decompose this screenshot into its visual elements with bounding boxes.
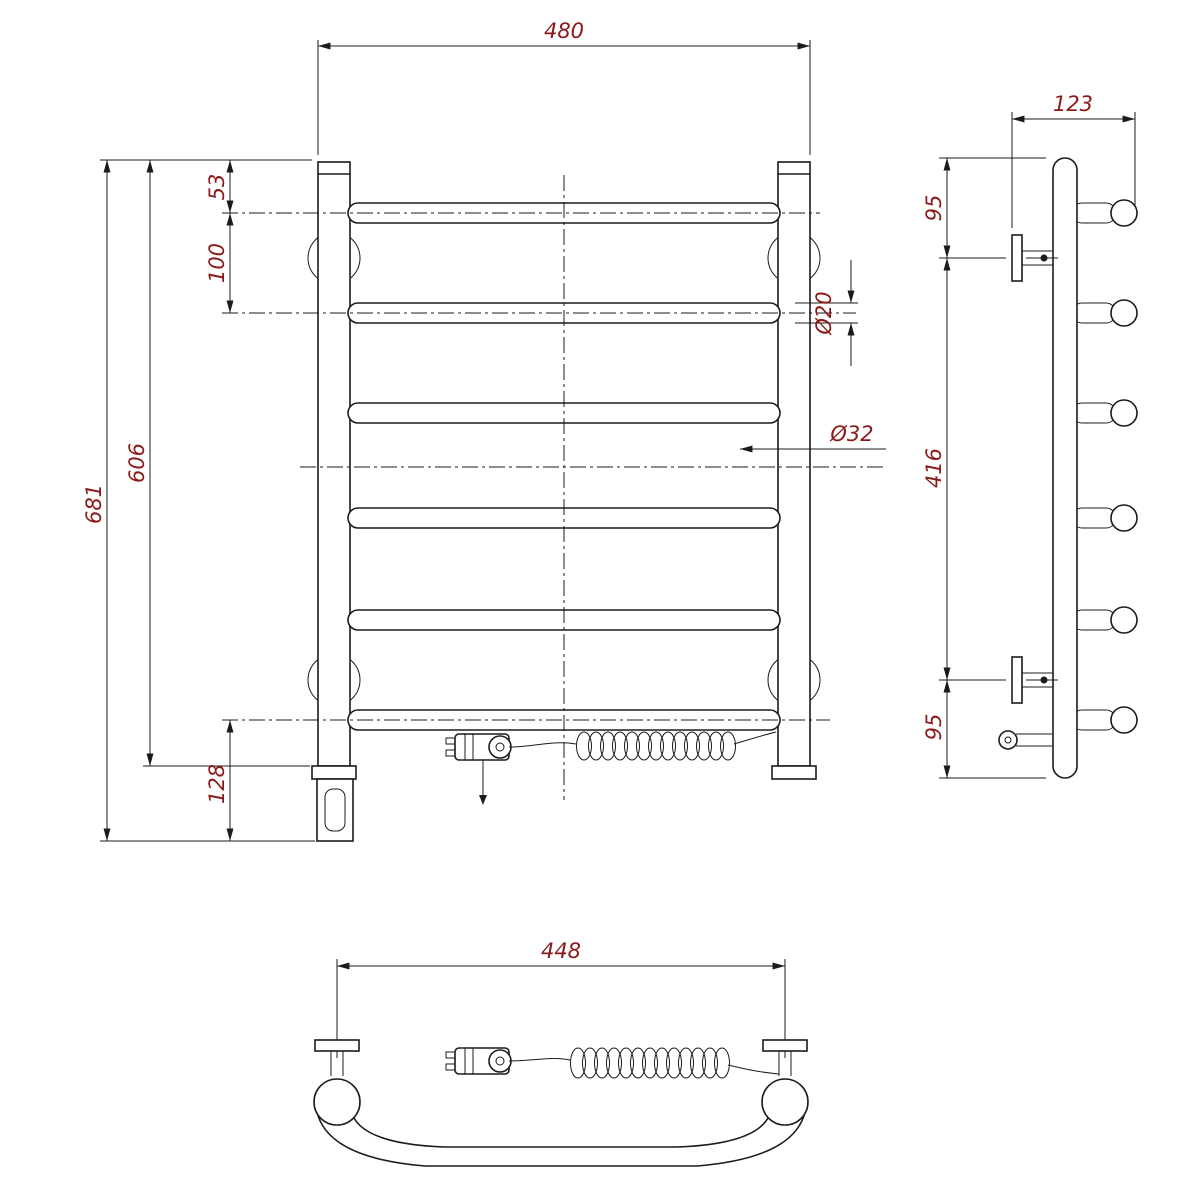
control-box bbox=[316, 778, 354, 842]
cord-tail bbox=[727, 1064, 780, 1075]
dim-label-bottom-span: 448 bbox=[541, 939, 581, 963]
dim-front-overall-height: 681 bbox=[82, 160, 111, 841]
side-wall-bracket-bottom bbox=[1011, 656, 1058, 704]
cable-gland bbox=[998, 730, 1053, 750]
dim-front-bottom-offset: 128 bbox=[205, 720, 234, 841]
dim-label-bar-diameter: Ø20 bbox=[812, 291, 836, 335]
centerlines bbox=[222, 175, 884, 800]
dim-side-bottom-bracket-offset: 95 bbox=[922, 680, 951, 778]
bar-end-cap bbox=[1110, 299, 1138, 327]
dim-front-width: 480 bbox=[317, 19, 811, 155]
right-rail bbox=[771, 161, 817, 780]
dim-front-bar-pitch: 100 bbox=[205, 213, 234, 313]
dim-label-top-offset: 53 bbox=[205, 174, 229, 201]
bottom-power-cord-assembly bbox=[445, 1047, 780, 1079]
dim-label-depth: 123 bbox=[1053, 92, 1093, 116]
bar-end-cap bbox=[1110, 504, 1138, 532]
bottom-wall-bracket-left bbox=[314, 1030, 360, 1076]
bar-end-cap bbox=[1110, 606, 1138, 634]
rail-foot bbox=[771, 765, 817, 780]
dim-side-depth: 123 bbox=[1011, 92, 1136, 228]
side-rail bbox=[1052, 157, 1078, 779]
grounding-arrow bbox=[479, 795, 487, 805]
dim-label-overall-height: 681 bbox=[82, 484, 106, 524]
rail-foot bbox=[311, 765, 357, 780]
cord-lead bbox=[508, 1057, 571, 1062]
bar-end-cap bbox=[1110, 706, 1138, 734]
plug-nut bbox=[488, 1049, 512, 1073]
plug-pin bbox=[445, 737, 456, 745]
dim-front-collector-diameter: Ø32 bbox=[740, 422, 886, 453]
dim-label-rail-height: 606 bbox=[125, 443, 149, 483]
dim-label-front-width: 480 bbox=[544, 19, 584, 43]
plug-pin bbox=[445, 749, 456, 757]
plug-nut bbox=[488, 735, 512, 759]
side-wall-bracket-top bbox=[1011, 234, 1058, 282]
dim-label-collector-diameter: Ø32 bbox=[829, 422, 873, 446]
side-view: 123 95 416 95 bbox=[922, 92, 1138, 779]
control-box-window bbox=[324, 788, 346, 832]
cord-lead bbox=[508, 742, 577, 748]
dim-front-top-offset: 53 bbox=[205, 160, 234, 213]
collector-cross-section bbox=[761, 1078, 809, 1126]
bar-end-cap bbox=[1110, 199, 1138, 227]
bottom-collector-tube bbox=[316, 1109, 806, 1167]
dim-label-top-bracket: 95 bbox=[922, 195, 946, 222]
bottom-wall-bracket-right bbox=[762, 1030, 808, 1076]
side-bar-end-caps bbox=[1110, 199, 1138, 734]
plug-pin bbox=[445, 1051, 456, 1059]
left-rail bbox=[311, 161, 357, 842]
power-cord-coil bbox=[570, 1047, 730, 1079]
dim-front-rail-height: 606 bbox=[125, 160, 154, 766]
collector-cross-section bbox=[313, 1078, 361, 1126]
dim-label-bracket-span: 416 bbox=[922, 448, 946, 488]
dim-front-bar-diameter: Ø20 bbox=[795, 260, 858, 366]
power-cord-coil bbox=[576, 731, 736, 761]
power-cord-assembly bbox=[445, 731, 777, 805]
dim-side-bracket-span: 416 bbox=[922, 258, 951, 680]
dim-label-bottom-bracket: 95 bbox=[922, 714, 946, 741]
bottom-view: 448 bbox=[313, 939, 809, 1167]
bar-end-cap bbox=[1110, 399, 1138, 427]
dim-label-bar-pitch: 100 bbox=[205, 243, 229, 283]
dim-side-top-bracket-offset: 95 bbox=[922, 158, 951, 258]
dim-label-bottom-offset: 128 bbox=[205, 764, 229, 804]
dim-bottom-bracket-span: 448 bbox=[336, 939, 786, 1034]
front-view: 480 53 100 128 606 681 bbox=[82, 19, 886, 842]
plug-pin bbox=[445, 1063, 456, 1071]
side-bar-stubs bbox=[1071, 202, 1117, 731]
cord-tail bbox=[733, 731, 777, 745]
